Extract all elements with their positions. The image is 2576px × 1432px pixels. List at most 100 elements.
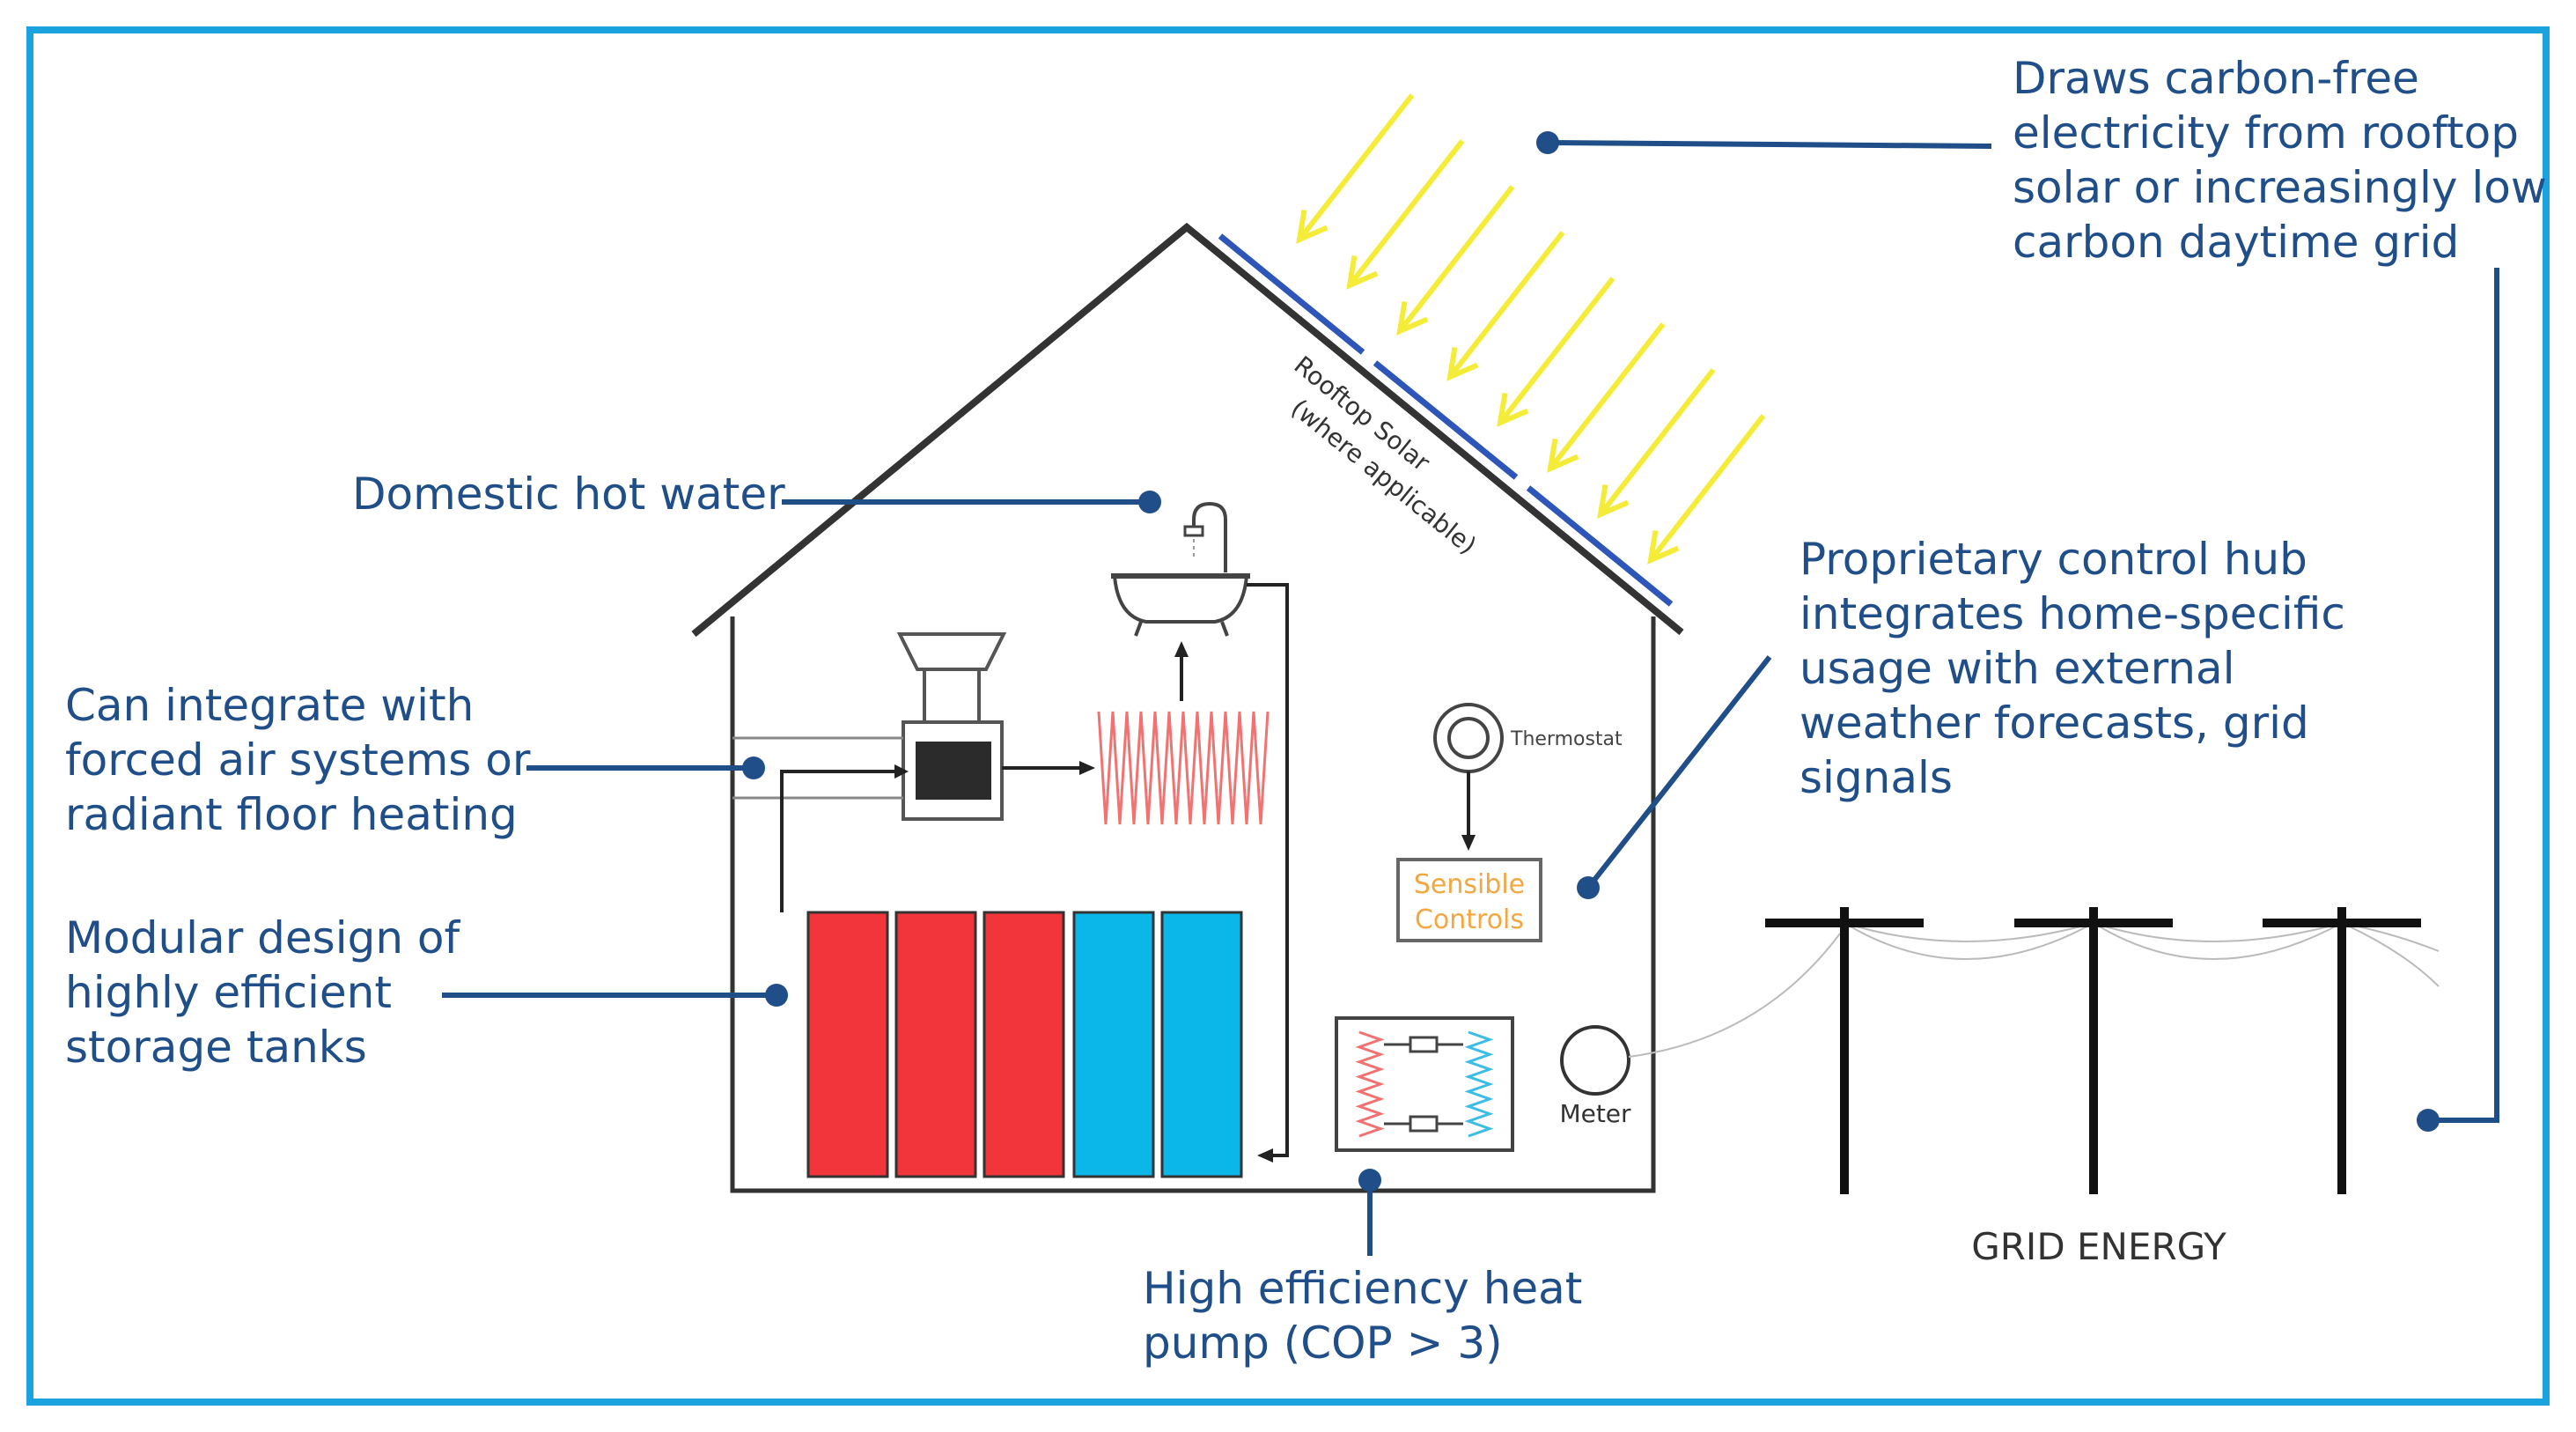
air-handler-coil: [916, 742, 991, 800]
leader-dot: [1577, 876, 1600, 899]
air-handler-neck: [923, 668, 981, 724]
solar-panel: [1218, 233, 1365, 355]
sensible-controls: Sensible Controls: [1396, 858, 1542, 942]
sun-rays: [1296, 93, 1766, 565]
bathtub-icon: [1111, 501, 1250, 637]
callout-heat-pump: High efficiency heat pump (COP > 3): [1143, 1263, 1582, 1369]
grid-wire: [2093, 922, 2343, 960]
sun-ray: [1347, 139, 1465, 287]
leader-dot: [1358, 1169, 1381, 1192]
thermostat: Thermostat: [1433, 703, 1623, 851]
sun-ray-head: [1396, 300, 1429, 336]
house-walls: [730, 616, 1656, 1193]
solar-panel: [1373, 360, 1519, 480]
roof-outer: [691, 222, 1684, 638]
sun-ray-head: [1547, 438, 1579, 473]
callout-storage: Modular design of highly efficient stora…: [65, 912, 460, 1073]
grid-wire: [1844, 922, 2094, 960]
leader-lines: [442, 140, 2499, 1256]
leader-dot: [2417, 1109, 2440, 1132]
return-pipe: [1247, 583, 1289, 1157]
meter-wire: [1628, 933, 1841, 1058]
callout-line: highly efficient: [65, 967, 392, 1018]
sun-ray: [1498, 277, 1616, 424]
callout-solar-source: Draws carbon-free electricity from rooft…: [2013, 53, 2547, 268]
heat-pump-cold-coil: [1464, 1030, 1494, 1138]
callout-line: storage tanks: [65, 1022, 367, 1073]
flow-arrow-head: [1257, 1148, 1273, 1163]
callout-line: Can integrate with: [65, 680, 474, 731]
sun-ray: [1598, 368, 1716, 516]
bathtub-faucet: [1192, 501, 1227, 572]
radiant-floor-coil: [1097, 711, 1270, 825]
grid-wire: [1844, 922, 2094, 942]
cold-storage-tank: [1160, 911, 1243, 1178]
sun-ray-head: [1296, 209, 1328, 244]
solar-panels: [1218, 233, 1674, 607]
callout-line: pump (COP > 3): [1143, 1318, 1503, 1369]
hot-storage-tank: [806, 911, 889, 1178]
grid-wire: [2341, 922, 2440, 987]
callout-line: solar or increasingly low: [2013, 162, 2547, 213]
callout-line: Draws carbon-free: [2013, 53, 2419, 104]
sun-ray-head: [1346, 255, 1379, 290]
grid-energy-label: GRID ENERGY: [1971, 1225, 2226, 1268]
controls-box: [1396, 858, 1542, 942]
air-handler: [732, 632, 1095, 912]
callout-line: Modular design of: [65, 912, 460, 963]
heat-pump-valve: [1409, 1036, 1439, 1053]
meter: Meter: [1559, 933, 1841, 1128]
callout-line: radiant floor heating: [65, 789, 518, 840]
callout-line: High efficiency heat: [1143, 1263, 1582, 1314]
bathtub-leg: [1220, 621, 1229, 637]
heat-pump-hot-coil: [1355, 1030, 1385, 1138]
leader-dot: [1138, 491, 1161, 513]
sun-ray: [1648, 414, 1766, 562]
leader-solar: [1547, 140, 1992, 149]
house: [691, 222, 1684, 1193]
cold-storage-tank: [1072, 911, 1155, 1178]
flow-arrow-head: [1461, 835, 1476, 851]
sun-ray-head: [1597, 483, 1630, 519]
leader-dot: [765, 984, 788, 1007]
meter-label: Meter: [1559, 1099, 1631, 1128]
leader-dot: [1536, 131, 1559, 154]
sun-ray-head: [1647, 529, 1680, 565]
grid-wire: [2093, 922, 2343, 942]
flow-arrow-head: [894, 764, 909, 779]
heat-pump-valve: [1409, 1115, 1439, 1133]
thermostat-label: Thermostat: [1510, 728, 1623, 750]
roof-inner: [707, 240, 1668, 641]
sun-ray: [1447, 231, 1565, 379]
sun-ray-head: [1497, 392, 1529, 427]
leader-dot: [742, 757, 765, 779]
leader-grid: [2428, 268, 2499, 1123]
hot-storage-tank: [894, 911, 977, 1178]
bathtub-spout: [1183, 525, 1204, 537]
thermostat-dial: [1447, 717, 1490, 759]
solar-panel: [1526, 485, 1674, 607]
callout-hot-water: Domestic hot water: [352, 469, 785, 520]
callout-line: integrates home-specific: [1800, 588, 2345, 639]
controls-label-2: Controls: [1415, 904, 1524, 935]
bathtub-leg: [1134, 621, 1143, 637]
air-handler-hood: [896, 632, 1007, 671]
controls-label-1: Sensible: [1414, 869, 1525, 900]
callout-line: electricity from rooftop: [2013, 107, 2519, 159]
bathtub-tub: [1112, 574, 1249, 624]
sun-ray: [1548, 322, 1666, 470]
sun-ray: [1397, 185, 1515, 333]
callout-line: carbon daytime grid: [2013, 217, 2459, 268]
meter-icon: [1560, 1025, 1630, 1096]
grid-poles: [1765, 907, 2440, 1194]
flow-pipe: [780, 770, 898, 912]
callout-line: signals: [1800, 752, 1953, 803]
flow-arrow-head: [1079, 761, 1095, 775]
sun-ray-head: [1446, 346, 1479, 381]
leader-dots: [742, 131, 2440, 1192]
callout-line: Domestic hot water: [352, 469, 785, 520]
diagram-border: [26, 26, 2550, 1406]
hot-storage-tank: [983, 911, 1065, 1178]
sun-ray: [1297, 93, 1415, 241]
callout-control-hub: Proprietary control hub integrates home-…: [1800, 534, 2345, 803]
